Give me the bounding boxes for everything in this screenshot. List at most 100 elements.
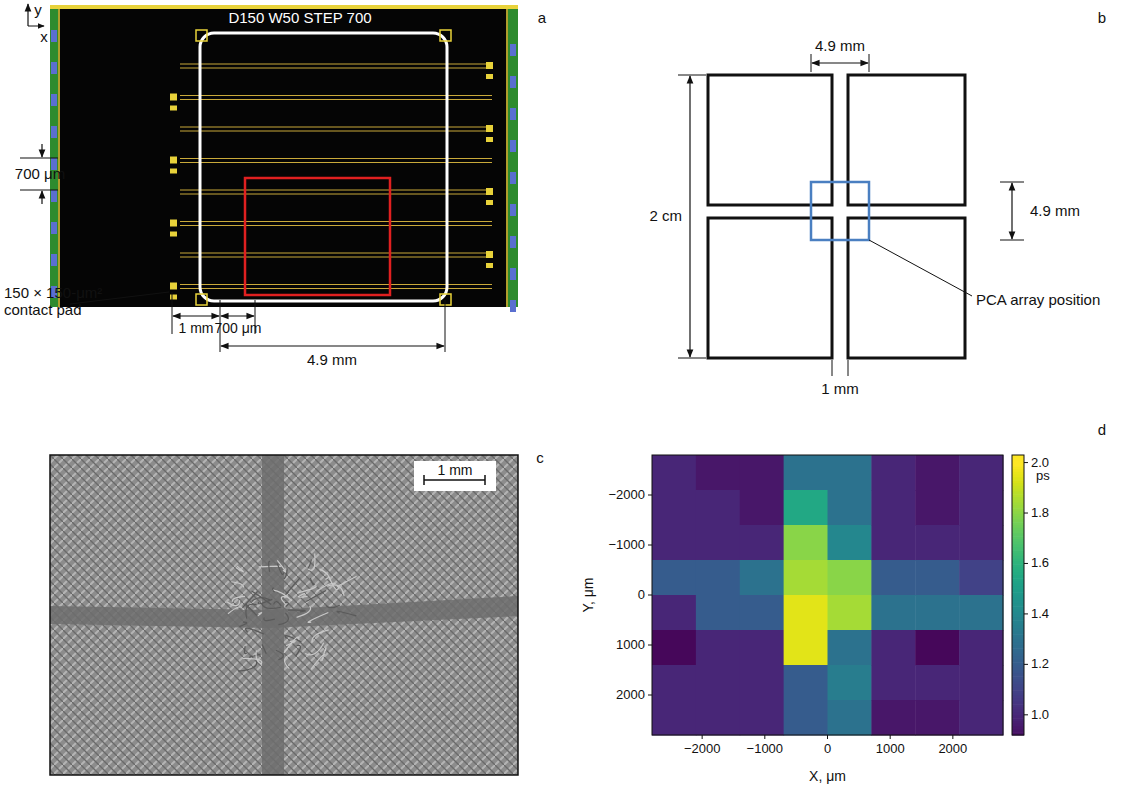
heatmap-cell	[871, 455, 915, 491]
heatmap-cell	[652, 630, 696, 666]
edge-marker	[510, 172, 516, 184]
electrode-line	[180, 253, 492, 254]
heatmap-cell	[959, 525, 1003, 561]
scan-area-outline	[245, 178, 390, 295]
edge-marker	[51, 190, 57, 202]
axis-tick	[648, 695, 652, 696]
heatmap-cell	[871, 490, 915, 526]
contact-pad	[170, 283, 177, 290]
figure-label: 4.9 mm	[815, 37, 865, 54]
figure-label: 1.6	[1031, 556, 1049, 571]
heatmap-cell	[652, 490, 696, 526]
scale-bar-ground	[414, 461, 496, 491]
scale-bar	[484, 475, 486, 485]
corner-mark	[196, 30, 207, 41]
heatmap-cell	[652, 665, 696, 701]
heatmap-cell	[959, 700, 1003, 736]
figure-label: 1000	[876, 742, 905, 757]
axis-tick	[702, 735, 703, 739]
axis-tick	[648, 645, 652, 646]
extension-line	[678, 75, 706, 76]
contact-pad	[170, 169, 177, 174]
heatmap-cell	[871, 560, 915, 596]
electrode-line	[180, 288, 492, 289]
figure-label: a	[538, 9, 546, 26]
contact-pad	[170, 106, 177, 111]
corner-mark	[196, 294, 207, 305]
dimension-line	[20, 157, 58, 158]
heatmap-cell	[652, 560, 696, 596]
active-area-outline	[200, 33, 447, 301]
contact-pad	[486, 137, 493, 142]
heatmap-cell	[959, 560, 1003, 596]
heatmap-cell	[740, 525, 784, 561]
contact-pad	[170, 94, 177, 101]
axis-tick	[827, 735, 828, 739]
extension-line	[678, 358, 706, 359]
heatmap-cell	[871, 665, 915, 701]
axis-tick	[764, 735, 765, 739]
electrode-line	[180, 190, 492, 191]
scale-bar	[423, 475, 425, 485]
figure-label: 1000	[616, 638, 645, 653]
heatmap-cell	[652, 455, 696, 491]
heatmap-cell	[784, 490, 828, 526]
dimension-arrow	[221, 345, 444, 346]
contact-pad	[486, 263, 493, 268]
heatmap-cell	[828, 595, 872, 631]
figure-label: 1 mm	[821, 380, 859, 397]
heatmap-cell	[871, 630, 915, 666]
heatmap-cell	[696, 630, 740, 666]
figure-label: 4.9 mm	[1030, 202, 1080, 219]
heatmap-cell	[696, 665, 740, 701]
heatmap-cell	[959, 665, 1003, 701]
colorbar-tick	[1024, 613, 1028, 614]
edge-marker	[51, 30, 57, 42]
colorbar-tick	[1024, 714, 1028, 715]
figure-label: x	[40, 28, 48, 45]
heatmap-cell	[696, 455, 740, 491]
electrode-line	[180, 257, 492, 258]
figure-label: 1.8	[1031, 506, 1049, 521]
edge-marker	[510, 236, 516, 248]
figure-label: 1 mm	[438, 462, 473, 478]
figure-label: 4.9 mm	[307, 351, 357, 368]
heatmap-cell	[828, 665, 872, 701]
heatmap-cell	[915, 490, 959, 526]
electrode-line	[180, 95, 492, 96]
edge-marker	[51, 94, 57, 106]
extension-line	[1000, 240, 1024, 241]
edge-marker	[510, 76, 516, 88]
extension-line	[811, 54, 812, 72]
heatmap-cell	[784, 630, 828, 666]
figure-label: 700 μm	[15, 165, 65, 182]
figure-label: 1.4	[1031, 606, 1049, 621]
extension-line	[1000, 182, 1024, 183]
micrograph	[50, 455, 518, 775]
figure-label: 150 × 150-μm² contact pad	[4, 284, 108, 319]
heatmap-cell	[915, 455, 959, 491]
heatmap-cell	[871, 595, 915, 631]
heatmap-cell	[740, 490, 784, 526]
contact-pad	[486, 200, 493, 205]
edge-marker	[510, 204, 516, 216]
heatmap-cell	[740, 455, 784, 491]
dimension-arrow	[689, 76, 690, 357]
leader-line	[869, 240, 972, 296]
figure-label: c	[536, 449, 544, 466]
colorbar-tick	[1024, 563, 1028, 564]
contact-pad	[170, 220, 177, 227]
figure-label: 1.2	[1031, 657, 1049, 672]
contact-pad	[486, 188, 493, 195]
extension-line	[869, 54, 870, 72]
heatmap-cell	[959, 630, 1003, 666]
heatmap-cell	[915, 525, 959, 561]
heatmap-cell	[828, 490, 872, 526]
figure-label: 0	[824, 742, 831, 757]
edge-marker	[510, 300, 516, 312]
heatmap-cell	[784, 700, 828, 736]
heatmap-cell	[696, 560, 740, 596]
contact-pad	[170, 157, 177, 164]
edge-marker	[51, 62, 57, 74]
